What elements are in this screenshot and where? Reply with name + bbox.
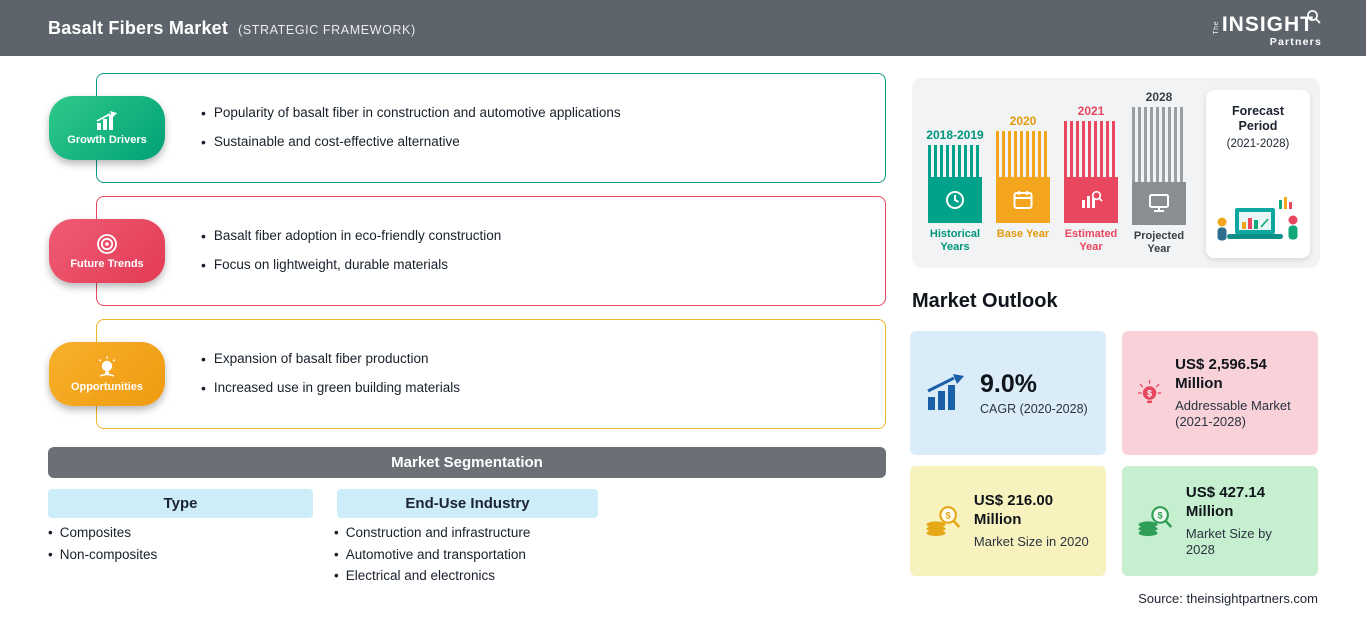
page-subtitle: (STRATEGIC FRAMEWORK)	[238, 22, 416, 37]
svg-text:$: $	[1147, 388, 1152, 398]
timeline-item-estimated: 2021 Estimated Year	[1062, 90, 1120, 258]
market-size-2028-value: US$ 427.14 Million	[1185, 484, 1266, 520]
segment-type-list: Composites Non-composites	[48, 526, 158, 569]
timeline-year: 2028	[1145, 90, 1173, 104]
timeline-label: Base Year	[996, 228, 1050, 240]
timeline-year: 2021	[1077, 104, 1105, 118]
header-bar: Basalt Fibers Market (STRATEGIC FRAMEWOR…	[0, 0, 1366, 56]
svg-text:$: $	[945, 510, 951, 521]
insight-partners-logo: The INSIGHT Partners	[1213, 9, 1322, 48]
bullet-item: Sustainable and cost-effective alternati…	[201, 134, 865, 150]
timeline-item-projected: 2028 Projected Year	[1130, 90, 1188, 258]
addressable-market-text: US$ 2,596.54 Million Addressable Market …	[1175, 356, 1304, 430]
opportunities-section: Opportunities Expansion of basalt fiber …	[49, 319, 886, 429]
forecast-range: (2021-2028)	[1226, 138, 1290, 150]
bullet-item: Expansion of basalt fiber production	[201, 351, 865, 367]
bullet-item: Popularity of basalt fiber in constructi…	[201, 105, 865, 121]
addressable-market-value: US$ 2,596.54 Million	[1175, 356, 1267, 392]
logo-the-text: The	[1212, 21, 1220, 35]
market-outlook-title: Market Outlook	[912, 290, 1058, 312]
future-trends-badge: Future Trends	[49, 219, 165, 283]
coins-magnifier-icon: $	[1138, 506, 1173, 537]
striped-bar	[996, 131, 1050, 177]
cagr-text: 9.0% CAGR (2020-2028)	[980, 369, 1088, 418]
growth-arrow-chart-icon	[927, 374, 964, 410]
segment-enduse-header: End-Use Industry	[337, 489, 598, 518]
striped-bar	[1064, 121, 1118, 177]
cagr-desc: CAGR (2020-2028)	[980, 401, 1088, 416]
timeline-year: 2018-2019	[926, 128, 984, 142]
timeline-label: Historical Years	[929, 228, 981, 253]
growth-drivers-badge: Growth Drivers	[49, 96, 165, 160]
timeline-item-base: 2020 Base Year	[994, 90, 1052, 258]
list-item: Electrical and electronics	[334, 569, 530, 583]
timeline-panel: 2018-2019 Historical Years 2020	[912, 78, 1320, 268]
segment-enduse-list: Construction and infrastructure Automoti…	[334, 526, 531, 591]
bar-chart-growth-icon	[96, 110, 117, 130]
history-clock-icon	[928, 177, 982, 223]
future-trends-section: Future Trends Basalt fiber adoption in e…	[49, 196, 886, 306]
timeline-item-historical: 2018-2019 Historical Years	[926, 90, 984, 258]
striped-bar	[928, 145, 982, 177]
market-segmentation-title: Market Segmentation	[391, 454, 543, 471]
logo-row: The INSIGHT	[1213, 9, 1322, 35]
cagr-card: 9.0% CAGR (2020-2028)	[910, 331, 1106, 455]
logo-partners-text: Partners	[1269, 35, 1322, 48]
market-size-2020-text: US$ 216.00 Million Market Size in 2020	[974, 492, 1092, 550]
source-credit: Source: theinsightpartners.com	[1138, 591, 1318, 606]
segment-type-header: Type	[48, 489, 313, 518]
estimate-chart-icon	[1064, 177, 1118, 223]
coins-magnifier-icon: $	[926, 506, 961, 537]
growth-drivers-bullets: Popularity of basalt fiber in constructi…	[97, 74, 885, 182]
segment-type-label: Type	[163, 495, 198, 512]
market-size-2020-value: US$ 216.00 Million	[973, 492, 1054, 528]
opportunities-badge: Opportunities	[49, 342, 165, 406]
future-trends-bullets: Basalt fiber adoption in eco-friendly co…	[97, 197, 885, 305]
market-size-2028-card: $ US$ 427.14 Million Market Size by 2028	[1122, 466, 1318, 576]
cagr-value: 9.0%	[980, 369, 1037, 398]
segment-enduse-label: End-Use Industry	[405, 495, 530, 512]
timeline-label: Estimated Year	[1064, 228, 1118, 253]
market-size-2028-desc: Market Size by 2028	[1185, 525, 1272, 557]
svg-text:$: $	[1157, 510, 1163, 521]
list-item: Automotive and transportation	[334, 547, 530, 562]
timeline-year: 2020	[1009, 114, 1037, 128]
forecast-title: Forecast Period	[1231, 104, 1285, 133]
section-badge-label: Opportunities	[70, 380, 144, 393]
section-badge-label: Future Trends	[70, 257, 144, 270]
bullet-item: Focus on lightweight, durable materials	[201, 257, 865, 273]
bullet-item: Basalt fiber adoption in eco-friendly co…	[201, 228, 865, 244]
magnifier-icon	[1307, 9, 1321, 24]
analytics-illustration	[1217, 197, 1298, 241]
lightbulb-icon	[98, 356, 116, 377]
list-item: Composites	[48, 526, 157, 540]
striped-bar	[1132, 107, 1186, 182]
growth-drivers-section: Growth Drivers Popularity of basalt fibe…	[49, 73, 886, 183]
section-badge-label: Growth Drivers	[67, 133, 147, 146]
timeline-label: Projected Year	[1133, 229, 1185, 255]
opportunities-bullets: Expansion of basalt fiber production Inc…	[97, 320, 885, 428]
addressable-market-card: $ US$ 2,596.54 Million Addressable Marke…	[1122, 331, 1318, 455]
list-item: Construction and infrastructure	[334, 526, 531, 540]
target-icon	[97, 233, 117, 254]
timeline-bars: 2018-2019 Historical Years 2020	[926, 90, 1196, 258]
addressable-market-desc: Addressable Market (2021-2028)	[1175, 397, 1291, 429]
dollar-bulb-icon: $	[1138, 380, 1162, 404]
header-titles: Basalt Fibers Market (STRATEGIC FRAMEWOR…	[48, 18, 416, 39]
market-size-2020-card: $ US$ 216.00 Million Market Size in 2020	[910, 466, 1106, 576]
calendar-icon	[996, 177, 1050, 223]
bullet-item: Increased use in green building material…	[201, 380, 865, 396]
forecast-period-box: Forecast Period (2021-2028)	[1206, 90, 1310, 258]
market-size-2028-text: US$ 427.14 Million Market Size by 2028	[1186, 484, 1304, 558]
logo-insight-text: INSIGHT	[1221, 12, 1314, 36]
market-segmentation-header: Market Segmentation	[48, 447, 886, 478]
monitor-icon	[1132, 181, 1186, 225]
list-item: Non-composites	[48, 547, 158, 562]
page-title: Basalt Fibers Market	[48, 17, 229, 38]
market-size-2020-desc: Market Size in 2020	[973, 533, 1089, 549]
